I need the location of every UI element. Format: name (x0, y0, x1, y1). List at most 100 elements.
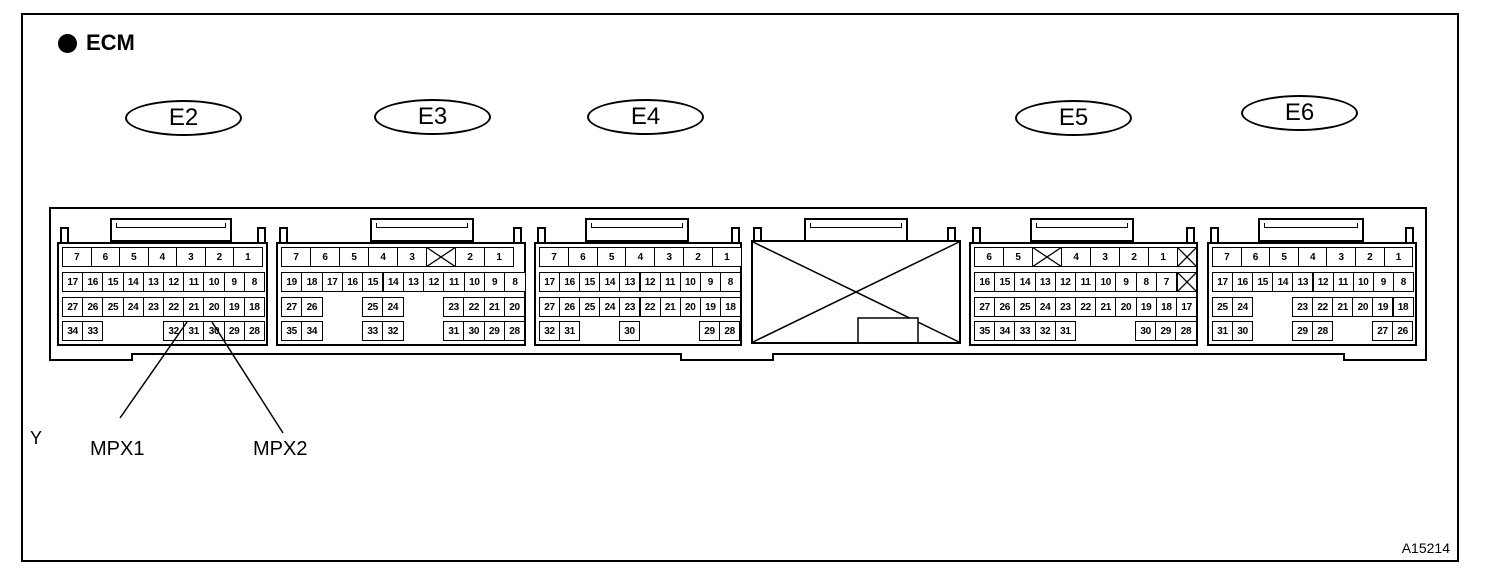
pin-e5-35: 35 (974, 321, 996, 341)
pin-e3-32: 32 (382, 321, 404, 341)
pin-e3-18: 18 (301, 272, 323, 292)
e6-post-left (1210, 227, 1219, 243)
pin-e6-30: 30 (1232, 321, 1254, 341)
pin-e2-2: 2 (204, 247, 234, 267)
pin-e3-8: 8 (504, 272, 526, 292)
pin-e2-18: 18 (243, 297, 265, 317)
pin-e4-28: 28 (719, 321, 741, 341)
pin-e6-8: 8 (1392, 272, 1414, 292)
pin-e2-34: 34 (62, 321, 84, 341)
blank-latch (804, 218, 908, 242)
pin-e3-27: 27 (281, 297, 303, 317)
pin-e5-18: 18 (1155, 297, 1177, 317)
pin-e4-21: 21 (659, 297, 681, 317)
blocked-pin-cell (1176, 271, 1197, 292)
blank-cross-line-2 (752, 241, 960, 343)
pin-e3-10: 10 (463, 272, 485, 292)
body-tab-left (49, 353, 133, 361)
pin-e2-1: 1 (233, 247, 263, 267)
pin-e3-19: 19 (281, 272, 303, 292)
body-tab-right (1343, 353, 1427, 361)
pin-e3-20: 20 (503, 297, 526, 317)
pin-e5-16: 16 (974, 272, 996, 292)
e3-post-right (513, 227, 522, 243)
connector-label-e3: E3 (374, 99, 491, 135)
e5-latch (1030, 218, 1134, 242)
pin-e6-14: 14 (1272, 272, 1294, 292)
pin-e5-1: 1 (1148, 247, 1178, 267)
pin-e4-18: 18 (719, 297, 741, 317)
ecm-title-text: ECM (86, 30, 135, 55)
pin-e5-11: 11 (1075, 272, 1097, 292)
pin-e5-2: 2 (1119, 247, 1149, 267)
pin-e3-4: 4 (368, 247, 398, 267)
pin-e6-26: 26 (1392, 321, 1414, 341)
pin-e3-24: 24 (382, 297, 404, 317)
callout-mpx1: MPX1 (90, 438, 145, 460)
connector-label-e2: E2 (125, 100, 242, 136)
connector-label-e6: E6 (1241, 95, 1358, 131)
pin-e6-24: 24 (1232, 297, 1254, 317)
pin-e5-26: 26 (994, 297, 1016, 317)
ecm-title: ECM (58, 30, 135, 56)
pin-e5-29: 29 (1155, 321, 1177, 341)
mpx2-leader (211, 321, 284, 434)
e2-post-right (257, 227, 266, 243)
mpx1-leader (119, 321, 188, 419)
pin-e3-26: 26 (301, 297, 323, 317)
pin-e5-31: 31 (1054, 321, 1076, 341)
e4-post-left (537, 227, 546, 243)
pin-e6-19: 19 (1372, 297, 1394, 317)
pin-e3-34: 34 (301, 321, 323, 341)
pin-e5-7: 7 (1155, 272, 1177, 292)
e6-post-right (1405, 227, 1414, 243)
bullet-icon (58, 33, 77, 53)
pin-e6-3: 3 (1326, 247, 1356, 267)
pin-e4-17: 17 (539, 272, 561, 292)
pin-e3-25: 25 (362, 297, 384, 317)
pin-e5-3: 3 (1090, 247, 1120, 267)
e2-post-left (60, 227, 69, 243)
pin-e6-11: 11 (1332, 272, 1354, 292)
pin-e5-6: 6 (974, 247, 1004, 267)
pin-e3-5: 5 (339, 247, 369, 267)
pin-e3-28: 28 (503, 321, 526, 341)
pin-e6-13: 13 (1292, 272, 1314, 292)
pin-e3-30: 30 (463, 321, 485, 341)
y-mark: Y (30, 428, 43, 448)
pin-e5-28: 28 (1175, 321, 1197, 341)
pin-e2-25: 25 (102, 297, 124, 317)
blank-notch (857, 317, 919, 342)
blank-post-left (753, 227, 762, 243)
pin-e2-27: 27 (62, 297, 84, 317)
pin-e3-6: 6 (310, 247, 340, 267)
pin-e4-30: 30 (619, 321, 641, 341)
pin-e6-18: 18 (1392, 297, 1414, 317)
pin-e2-3: 3 (176, 247, 206, 267)
diagram-frame (21, 13, 1459, 562)
e3-post-left (279, 227, 288, 243)
pin-e4-32: 32 (539, 321, 561, 341)
pin-e3-21: 21 (483, 297, 505, 317)
e3-latch (370, 218, 474, 242)
pin-e2-12: 12 (163, 272, 185, 292)
blocked-pin-cell (425, 246, 456, 267)
pin-e2-20: 20 (203, 297, 225, 317)
pin-e2-22: 22 (163, 297, 185, 317)
blocked-pin-cell (1176, 246, 1197, 267)
pin-e6-6: 6 (1240, 247, 1271, 267)
e4-post-right (731, 227, 740, 243)
connector-label-e4: E4 (587, 99, 704, 135)
pin-e6-17: 17 (1212, 272, 1234, 292)
pin-e4-8: 8 (719, 272, 741, 292)
e2-latch (110, 218, 232, 242)
pin-e3-1: 1 (484, 247, 514, 267)
connector-label-e5: E5 (1015, 100, 1132, 136)
pin-e2-24: 24 (122, 297, 144, 317)
pin-e2-28: 28 (243, 321, 265, 341)
